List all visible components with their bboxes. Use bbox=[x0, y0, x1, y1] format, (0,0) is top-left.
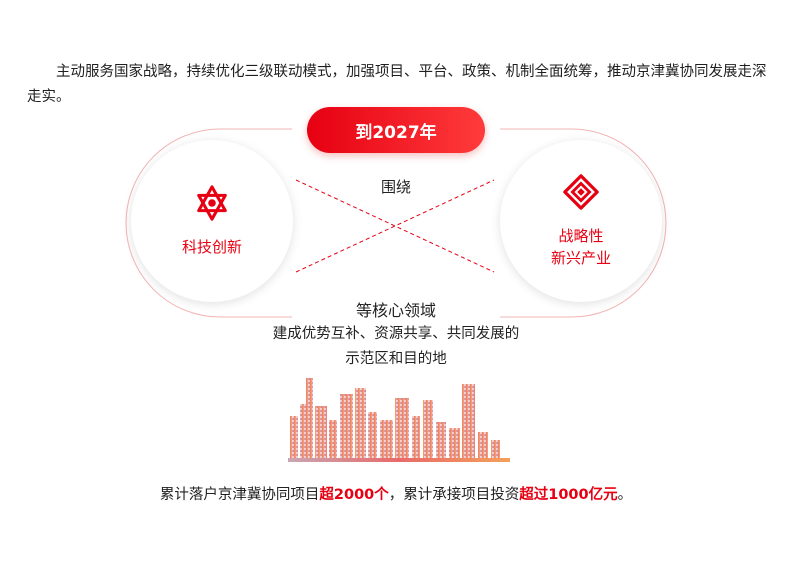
target-year-label: 到2027年 bbox=[355, 122, 437, 143]
star-of-david-icon bbox=[197, 185, 227, 221]
footer-text-2: ，累计承接项目投资 bbox=[388, 487, 520, 503]
goal-description-line1: 建成优势互补、资源共享、共同发展的 bbox=[272, 326, 520, 342]
footer-highlight-projects: 超2000个 bbox=[319, 487, 389, 503]
emerging-industry-label-line2: 新兴产业 bbox=[550, 249, 611, 267]
goal-description: 建成优势互补、资源共享、共同发展的 示范区和目的地 bbox=[236, 322, 556, 372]
around-label: 围绕 bbox=[380, 178, 411, 196]
tech-innovation-circle: 科技创新 bbox=[131, 140, 293, 302]
goal-description-line2: 示范区和目的地 bbox=[345, 351, 447, 367]
footer-text-1: 累计落户京津冀协同项目 bbox=[159, 487, 320, 503]
intro-paragraph: 主动服务国家战略，持续优化三级联动模式，加强项目、平台、政策、机制全面统筹，推动… bbox=[27, 64, 767, 105]
diamond-emblem-icon bbox=[563, 174, 599, 210]
emerging-industry-label-line1: 战略性 bbox=[558, 227, 604, 245]
summary-footer: 累计落户京津冀协同项目超2000个，累计承接项目投资超过1000亿元。 bbox=[60, 483, 732, 504]
footer-highlight-investment: 超过1000亿元 bbox=[519, 487, 618, 503]
footer-text-3: 。 bbox=[617, 487, 633, 503]
target-year-pill: 到2027年 bbox=[307, 107, 485, 153]
core-fields-label: 等核心领域 bbox=[355, 301, 436, 320]
tech-innovation-label: 科技创新 bbox=[181, 238, 242, 256]
emerging-industry-circle: 战略性 新兴产业 bbox=[500, 140, 662, 302]
city-skyline-illustration bbox=[288, 378, 510, 462]
